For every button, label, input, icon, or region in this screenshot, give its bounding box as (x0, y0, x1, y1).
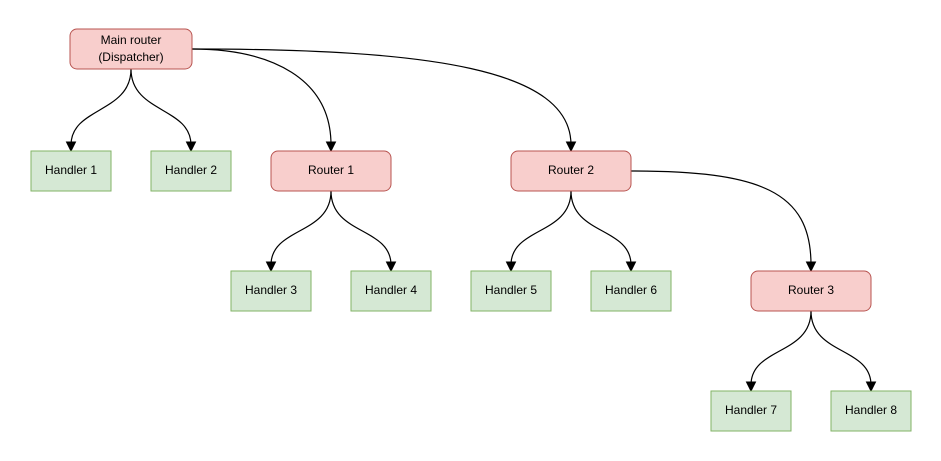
edge-curve (750, 310, 812, 386)
node-main-router[interactable]: Main router(Dispatcher) (69, 28, 193, 70)
arrowhead-icon (565, 141, 577, 153)
edge-main-to-handler-1 (65, 68, 132, 153)
edge-main-to-router-1 (191, 48, 337, 153)
edge-router-3-to-handler-8 (810, 310, 877, 393)
edge-router-2-to-router-3 (630, 170, 817, 273)
edge-curve (570, 190, 632, 266)
arrowhead-icon (265, 261, 277, 273)
arrowhead-icon (385, 261, 397, 273)
arrowhead-icon (505, 261, 517, 273)
node-handler-2[interactable]: Handler 2 (150, 150, 232, 192)
edge-router-1-to-handler-3 (265, 190, 332, 273)
node-box-handler-6[interactable] (590, 270, 672, 312)
edge-main-to-handler-2 (130, 68, 197, 153)
edge-main-to-router-2 (191, 48, 577, 153)
node-box-handler-5[interactable] (470, 270, 552, 312)
node-handler-6[interactable]: Handler 6 (590, 270, 672, 312)
node-handler-7[interactable]: Handler 7 (710, 390, 792, 432)
node-box-router-2[interactable] (510, 150, 632, 192)
edge-router-2-to-handler-5 (505, 190, 572, 273)
edge-curve (630, 170, 812, 266)
arrowhead-icon (65, 141, 77, 153)
node-box-handler-8[interactable] (830, 390, 912, 432)
node-handler-3[interactable]: Handler 3 (230, 270, 312, 312)
edge-curve (810, 310, 872, 386)
arrowhead-icon (325, 141, 337, 153)
arrowhead-icon (745, 381, 757, 393)
node-router-1[interactable]: Router 1 (270, 150, 392, 192)
edge-router-1-to-handler-4 (330, 190, 397, 273)
edge-curve (130, 68, 192, 146)
node-box-handler-2[interactable] (150, 150, 232, 192)
edge-curve (191, 48, 332, 146)
arrowhead-icon (805, 261, 817, 273)
edge-curve (70, 68, 132, 146)
node-box-router-3[interactable] (750, 270, 872, 312)
node-handler-5[interactable]: Handler 5 (470, 270, 552, 312)
arrowhead-icon (625, 261, 637, 273)
node-handler-1[interactable]: Handler 1 (30, 150, 112, 192)
nodes-layer: Main router(Dispatcher) Handler 1 Handler … (30, 28, 912, 432)
node-box-main-router[interactable] (69, 28, 193, 70)
node-box-router-1[interactable] (270, 150, 392, 192)
node-box-handler-3[interactable] (230, 270, 312, 312)
node-box-handler-7[interactable] (710, 390, 792, 432)
edges-layer (65, 48, 877, 393)
arrowhead-icon (185, 141, 197, 153)
edge-curve (191, 48, 572, 146)
node-router-2[interactable]: Router 2 (510, 150, 632, 192)
node-handler-4[interactable]: Handler 4 (350, 270, 432, 312)
edge-router-2-to-handler-6 (570, 190, 637, 273)
arrowhead-icon (865, 381, 877, 393)
node-box-handler-1[interactable] (30, 150, 112, 192)
node-handler-8[interactable]: Handler 8 (830, 390, 912, 432)
edge-curve (330, 190, 392, 266)
node-router-3[interactable]: Router 3 (750, 270, 872, 312)
edge-router-3-to-handler-7 (745, 310, 812, 393)
node-box-handler-4[interactable] (350, 270, 432, 312)
edge-curve (510, 190, 572, 266)
edge-curve (270, 190, 332, 266)
